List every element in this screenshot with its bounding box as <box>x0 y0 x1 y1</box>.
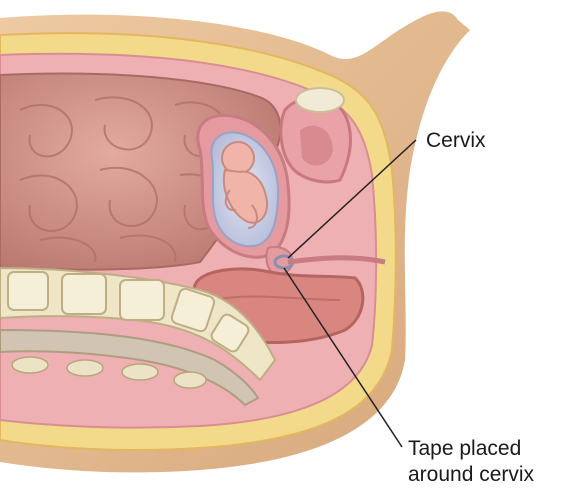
pubic-bone <box>296 88 344 112</box>
tape-label-line1: Tape placed <box>408 437 521 461</box>
cervix-label: Cervix <box>426 129 486 153</box>
tape-label-line2: around cervix <box>408 463 534 487</box>
